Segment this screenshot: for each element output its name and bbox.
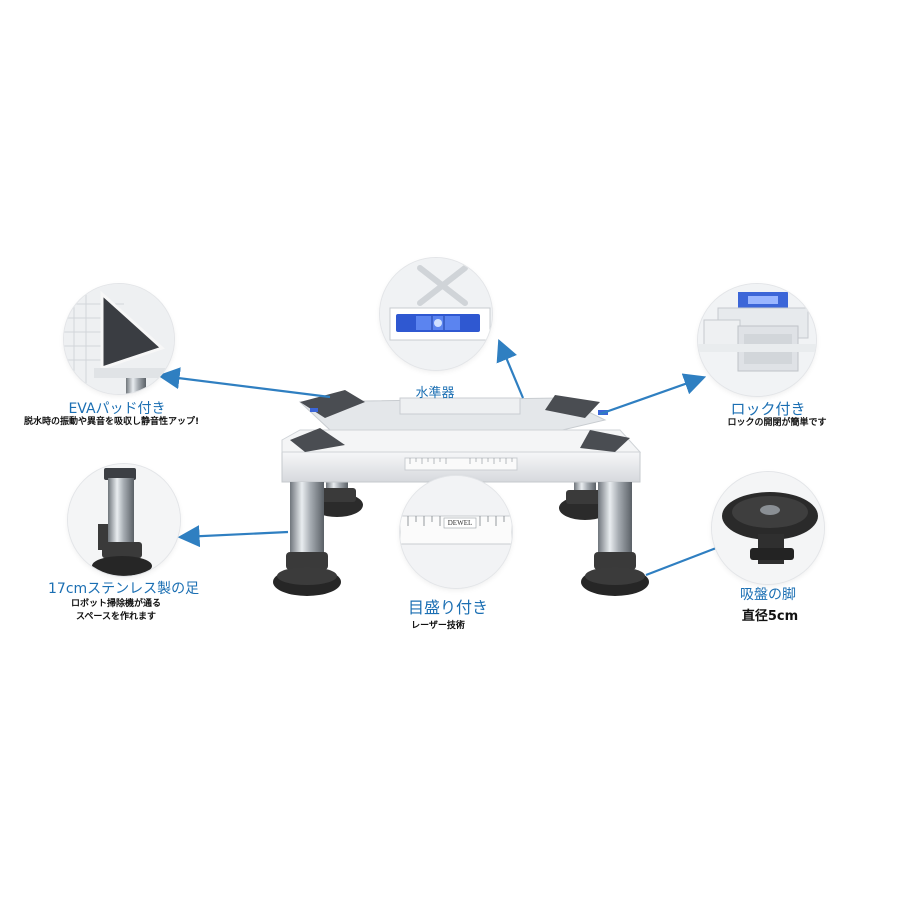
front-left-leg [273, 482, 341, 596]
front-frame [281, 408, 642, 483]
legs-detail-circle [68, 464, 180, 576]
suction-cup-icon [712, 472, 824, 584]
eva-pad-icon [64, 284, 174, 394]
arrow-lock [599, 373, 707, 416]
lock-icon [698, 284, 816, 396]
spirit-level-icon [380, 258, 492, 370]
scale-detail-circle: DEWEL [400, 476, 512, 588]
suction-title: 吸盤の脚 [740, 587, 796, 603]
suction-foot-detail-circle [712, 472, 824, 584]
level-detail-circle [380, 258, 492, 370]
eva-pad-title: EVAパッド付き [68, 401, 166, 417]
level-title: 水準器 [415, 386, 455, 401]
arrow-level [496, 338, 525, 399]
legs-description-line2: スペースを作れます [76, 612, 156, 622]
eva-pad-detail-circle [64, 284, 174, 394]
ruler-brand-label: DEWEL [447, 519, 473, 527]
lock-description: ロックの開閉が簡単です [727, 418, 827, 428]
stainless-leg-icon [68, 464, 180, 576]
scale-description: レーザー技術 [411, 621, 465, 631]
arrow-legs [177, 525, 289, 548]
eva-pad-description: 脱水時の振動や異音を吸収し静音性アップ! [24, 417, 200, 427]
ruler-icon [400, 476, 512, 588]
suction-description: 直径5cm [741, 609, 799, 624]
arrow-eva-pad [157, 367, 331, 399]
lock-detail-circle [698, 284, 816, 396]
legs-description-line1: ロボット掃除機が通る [70, 599, 161, 609]
lock-title: ロック付き [730, 400, 806, 418]
scale-title: 目盛り付き [407, 598, 488, 617]
front-right-leg [581, 482, 649, 596]
legs-title: 17cmステンレス製の足 [48, 581, 200, 597]
